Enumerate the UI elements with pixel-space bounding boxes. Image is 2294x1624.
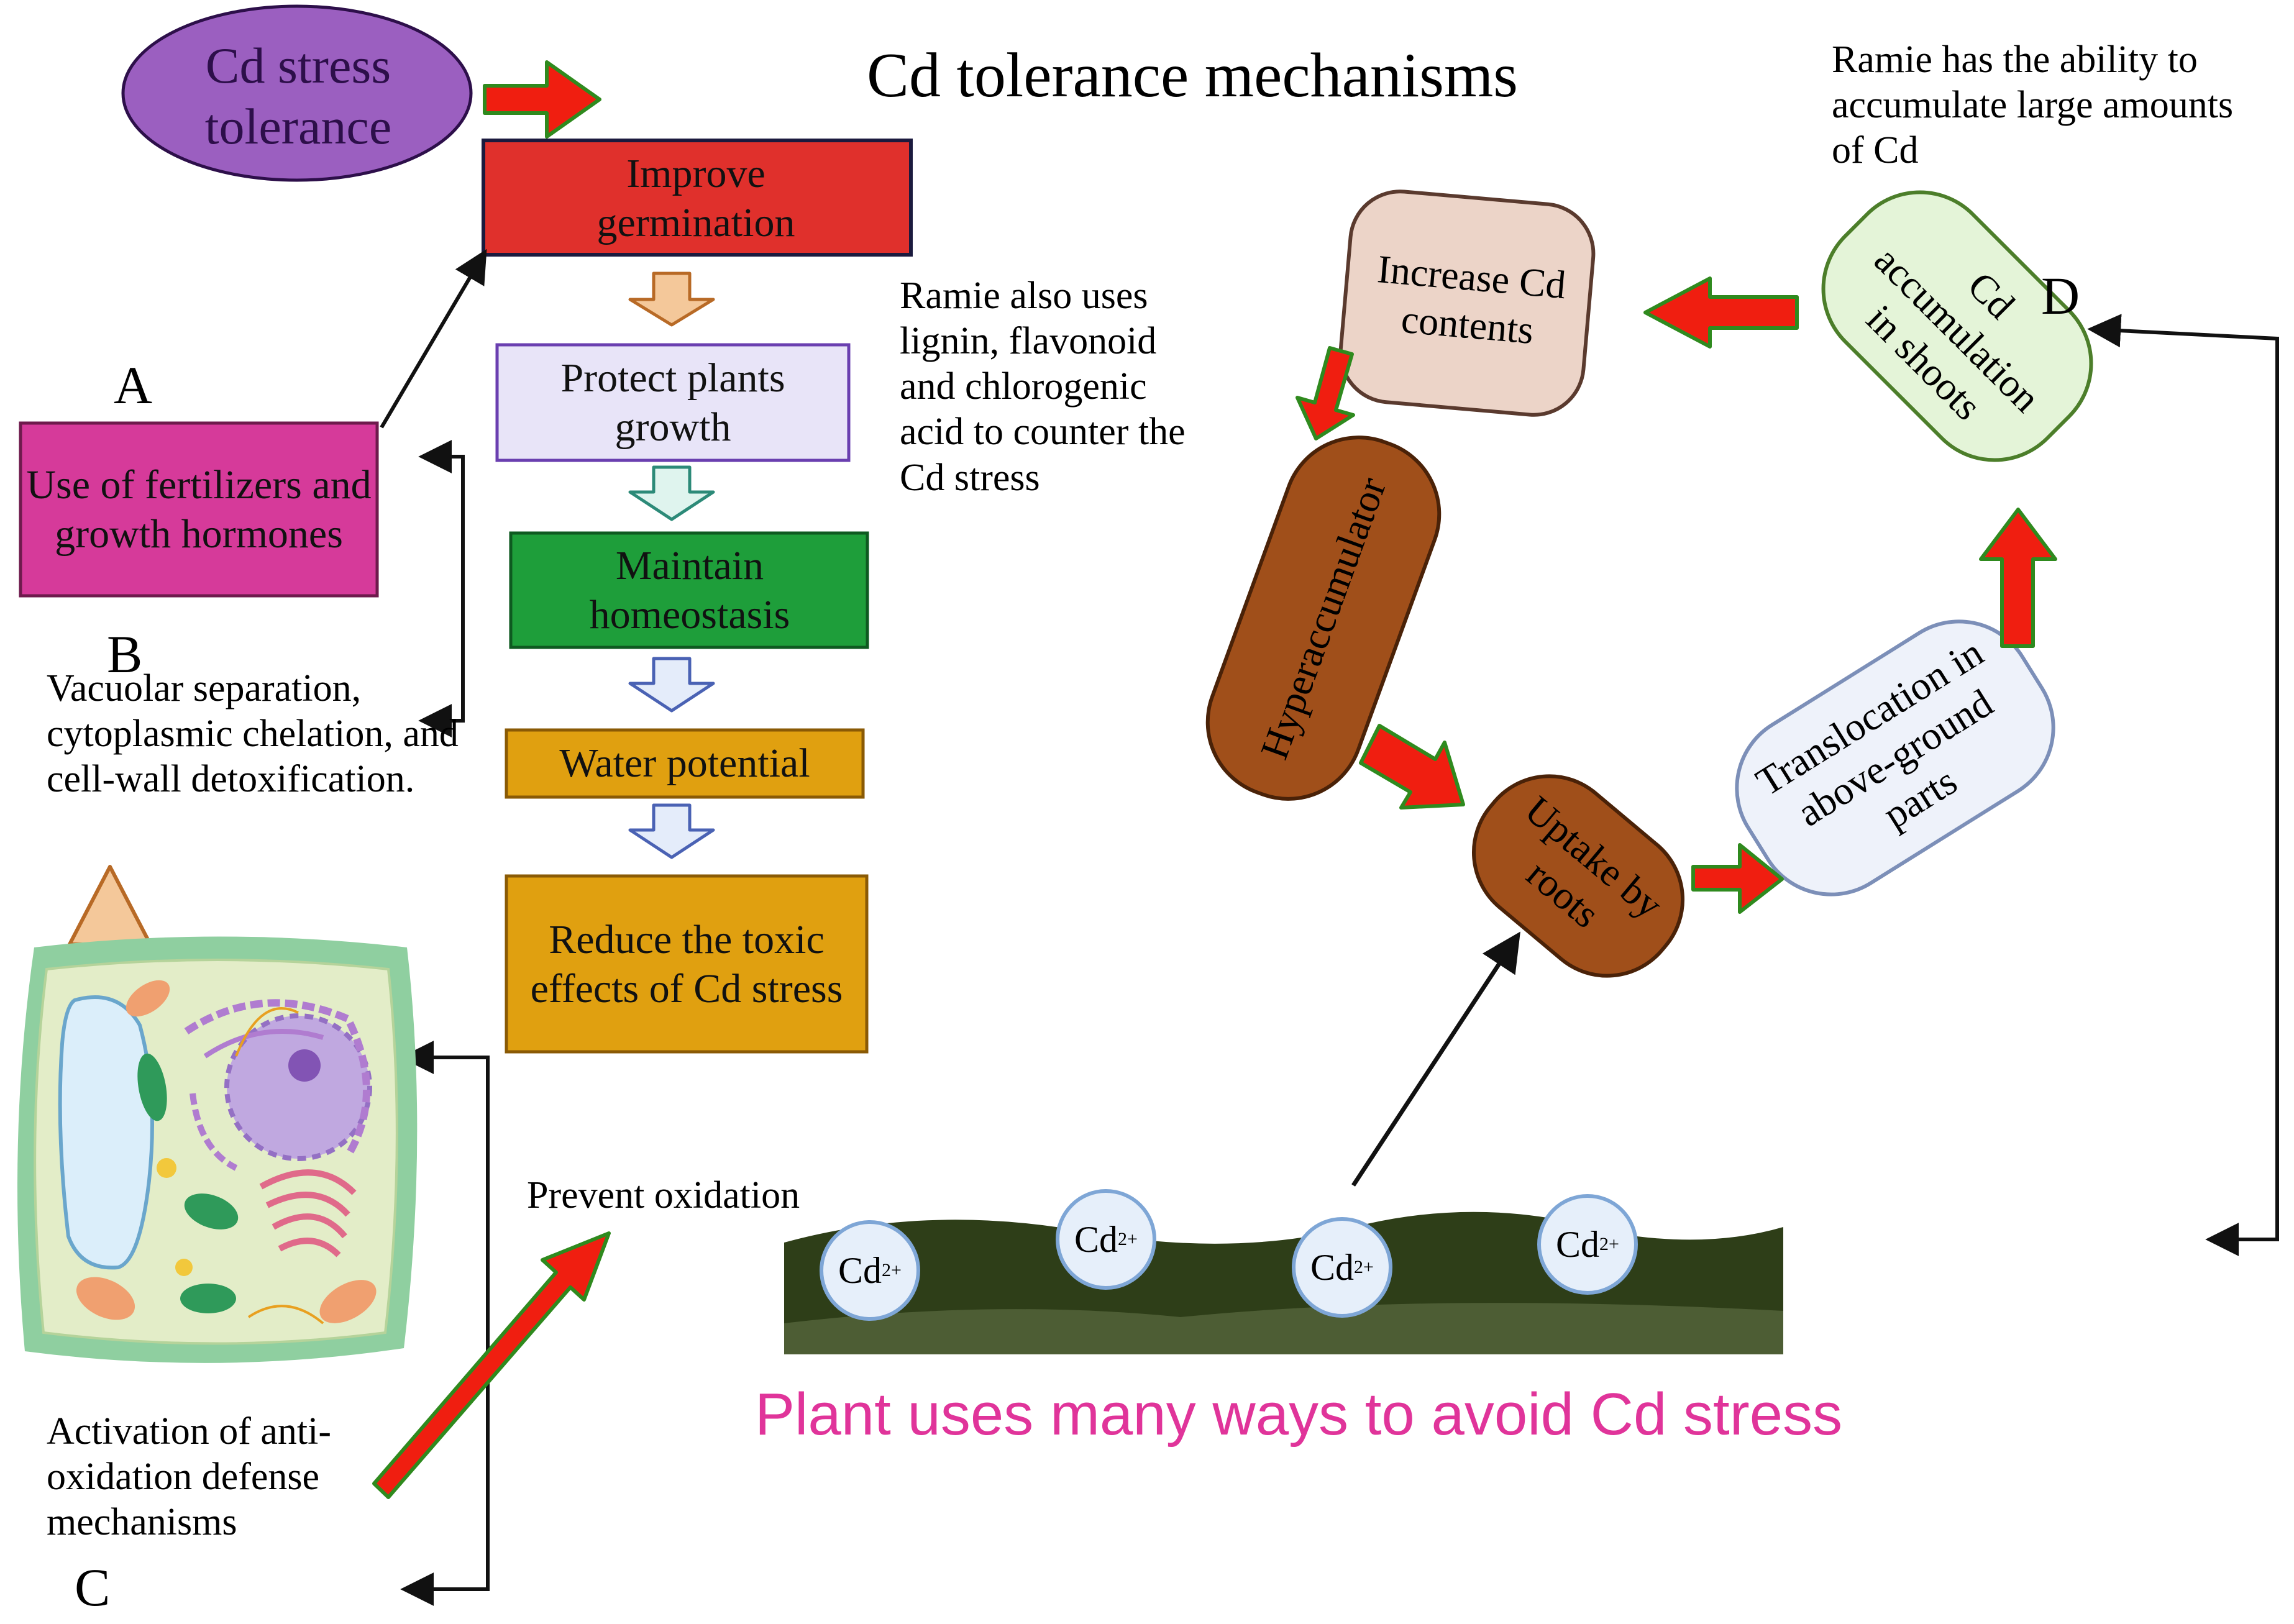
cd-ion-circle-3 — [1292, 1217, 1392, 1318]
down-arrow-2 — [628, 465, 715, 521]
uptake-node — [1471, 774, 1685, 978]
section-d-letter: D — [2041, 266, 2080, 326]
step-homeostasis: Maintain homeostasis — [589, 542, 790, 637]
stress-tolerance-label: Cd stress tolerance — [204, 37, 392, 155]
a-to-germination-arrow — [380, 249, 487, 429]
cycle-arrow-increase-to-hyper — [1296, 346, 1355, 440]
step-box-growth — [495, 343, 851, 462]
prevent-oxidation: Prevent oxidation — [527, 1174, 800, 1216]
cell-up-arrow — [68, 865, 152, 949]
footer-caption: Plant uses many ways to avoid Cd stress — [755, 1381, 1843, 1448]
section-c-letter: C — [75, 1558, 111, 1617]
accumulation-node — [1821, 190, 2093, 462]
cd-ion-circle-1 — [820, 1220, 920, 1321]
down-arrow-4 — [628, 803, 715, 859]
cycle-arrow-hyper-to-uptake — [1359, 724, 1465, 810]
step-box-reduce — [505, 874, 869, 1054]
step-box-homeostasis — [509, 531, 869, 649]
section-a-letter: A — [114, 355, 153, 415]
step-box-water — [505, 728, 865, 799]
box-a-fertilizers — [19, 421, 379, 598]
section-c-text: Activation of anti-oxidation defense mec… — [47, 1410, 331, 1544]
down-arrow-1 — [628, 271, 715, 327]
cd-ion-circle-4 — [1537, 1194, 1638, 1295]
cycle-arrow-accum-to-increase — [1643, 276, 1799, 349]
cycle-arrow-transloc-to-accum — [1979, 508, 2057, 648]
increase-node — [1338, 189, 1596, 417]
hyperaccumulator-node — [1205, 436, 1442, 801]
down-arrow-3 — [628, 657, 715, 713]
step-reduce: Reduce the toxic effects of Cd stress — [530, 916, 843, 1011]
step-box-germination — [482, 139, 913, 257]
soil-to-roots-arrow — [1351, 931, 1520, 1187]
bracket-d — [2087, 314, 2279, 1256]
cd-ion-circle-2 — [1056, 1189, 1156, 1290]
bracket-cell-c — [400, 1041, 490, 1606]
translocation-node — [1735, 619, 2055, 896]
bracket-a-b — [418, 440, 465, 737]
diagram-title: Cd tolerance mechanisms — [867, 40, 1518, 111]
plant-cell-illustration — [17, 936, 418, 1363]
ramie-note: Ramie also uses lignin, flavonoid and ch… — [900, 275, 1186, 499]
step-germination: Improve germination — [596, 150, 795, 245]
soil-strip — [784, 1211, 1783, 1354]
ellipse-to-flow-arrow — [483, 60, 601, 139]
cycle-arrow-uptake-to-transloc — [1691, 843, 1784, 914]
section-b-letter: B — [107, 624, 143, 684]
step-growth: Protect plants growth — [560, 355, 785, 450]
section-b-text: Vacuolar separation, cytoplasmic chelati… — [47, 667, 459, 801]
step-water: Water potential — [559, 741, 810, 787]
oxidation-arrow — [372, 1231, 611, 1499]
section-d-text: Ramie has the ability to accumulate larg… — [1832, 39, 2234, 172]
stress-tolerance-ellipse — [121, 4, 473, 182]
box-a-label: Use of fertilizers and growth hormones — [26, 462, 372, 557]
increase-label: Increase Cd contents — [1375, 247, 1568, 353]
